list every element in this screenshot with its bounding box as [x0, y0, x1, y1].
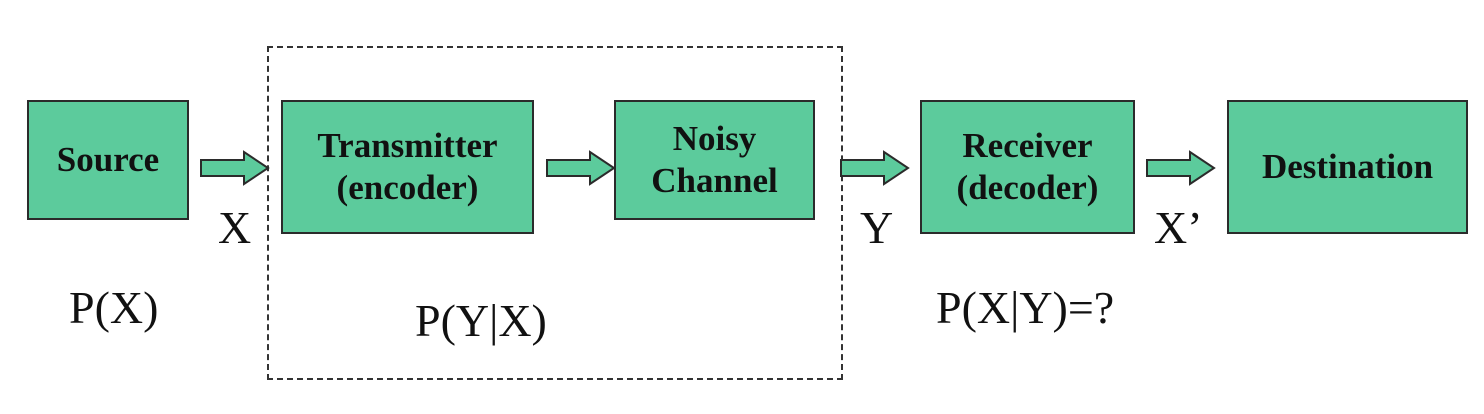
arrow-transmitter-to-channel	[546, 150, 616, 186]
noisy-channel-label-line1: Noisy	[672, 119, 757, 158]
receiver-label: Receiver	[962, 126, 1093, 165]
channel-probability-label: P(Y|X)	[415, 295, 547, 346]
signal-x-label: X	[218, 202, 252, 253]
noisy-channel-label-line2: Channel	[651, 161, 778, 200]
channel-model-group-box	[267, 46, 843, 380]
receiver-block: Receiver (decoder)	[920, 100, 1135, 234]
arrow-receiver-to-destination	[1146, 150, 1216, 186]
receiver-sublabel: (decoder)	[956, 168, 1099, 207]
arrow-channel-to-receiver	[840, 150, 910, 186]
arrow-source-to-transmitter	[200, 150, 270, 186]
source-probability-label: P(X)	[69, 282, 159, 333]
transmitter-label: Transmitter	[317, 126, 498, 165]
source-label: Source	[56, 140, 160, 179]
receiver-probability-label: P(X|Y)=?	[936, 282, 1115, 333]
destination-label: Destination	[1261, 147, 1434, 186]
transmitter-sublabel: (encoder)	[336, 168, 479, 207]
destination-block: Destination	[1227, 100, 1468, 234]
signal-y-label: Y	[860, 202, 894, 253]
signal-x-prime-label: X’	[1154, 202, 1203, 253]
source-block: Source	[27, 100, 189, 220]
noisy-channel-block: Noisy Channel	[614, 100, 815, 220]
transmitter-block: Transmitter (encoder)	[281, 100, 534, 234]
